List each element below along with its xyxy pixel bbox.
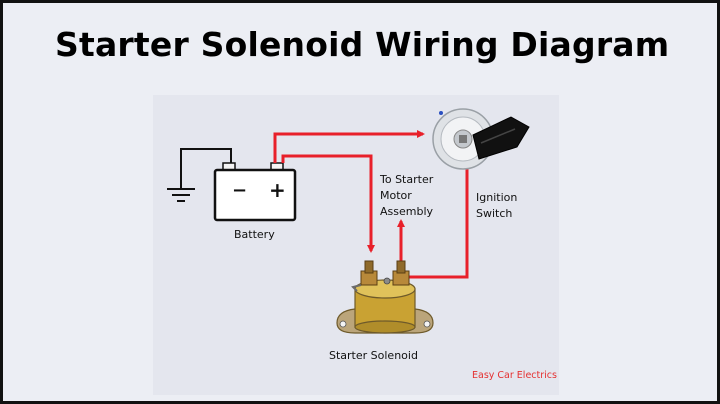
credit-text: Easy Car Electrics bbox=[472, 370, 557, 381]
starter-solenoid-label: Starter Solenoid bbox=[329, 349, 418, 362]
wire-ignition-to-solenoid bbox=[401, 163, 469, 279]
wire-battery-to-solenoid bbox=[281, 154, 375, 253]
to-starter-label-line3: Assembly bbox=[380, 205, 434, 218]
to-starter-label-line1: To Starter bbox=[380, 173, 434, 186]
battery-label: Battery bbox=[234, 228, 275, 241]
battery-icon: − + bbox=[213, 162, 297, 222]
to-starter-label-line2: Motor bbox=[380, 189, 412, 202]
battery-negative-symbol: − bbox=[232, 180, 247, 201]
wire-battery-to-ignition bbox=[273, 130, 425, 163]
ignition-label-line1: Ignition bbox=[476, 191, 518, 204]
page-title: Starter Solenoid Wiring Diagram bbox=[55, 25, 670, 64]
wiring-diagram: − + bbox=[167, 108, 530, 334]
ground-wire bbox=[180, 148, 232, 189]
starter-solenoid-icon bbox=[336, 260, 434, 334]
battery-positive-symbol: + bbox=[269, 178, 286, 202]
ignition-label-line2: Switch bbox=[476, 207, 513, 220]
ignition-switch-icon bbox=[432, 108, 530, 170]
ground-symbol-icon bbox=[167, 148, 232, 202]
